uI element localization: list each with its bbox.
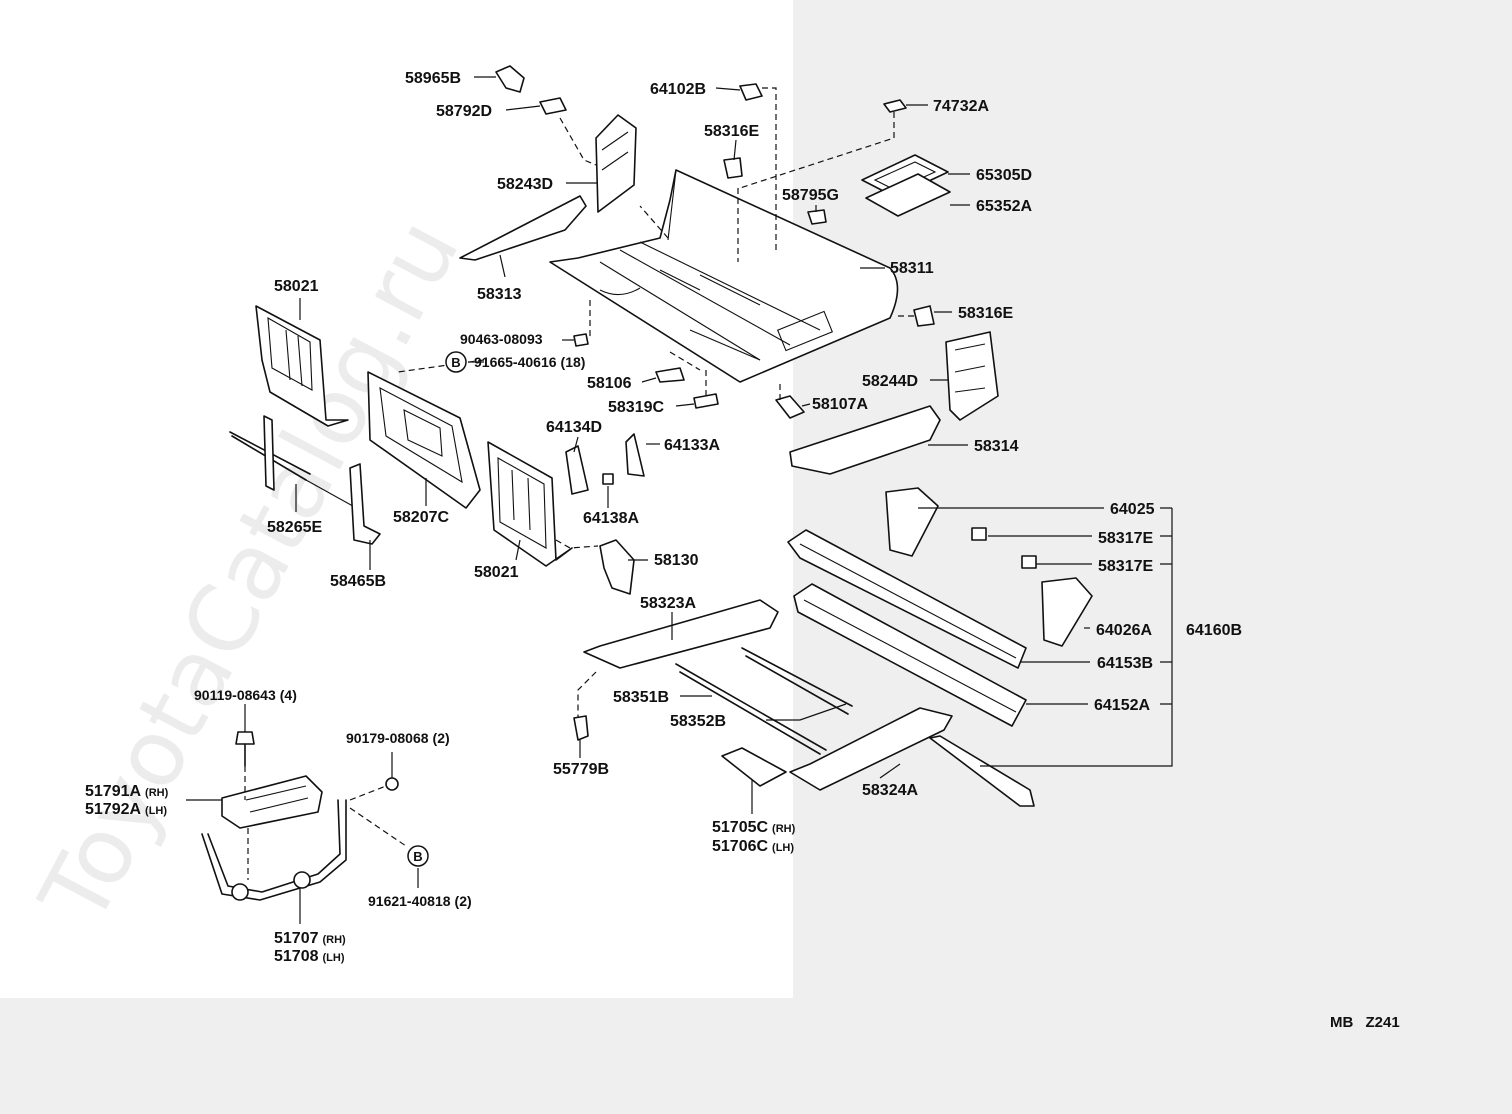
bracket-58130 (599, 539, 635, 595)
bracket-64160B-lower (929, 735, 1035, 807)
step-51791A (221, 775, 323, 829)
label-58243D: 58243D (497, 176, 553, 193)
bracket-51705C (721, 747, 787, 787)
leader-lines (186, 76, 1173, 924)
label-58965B: 58965B (405, 70, 461, 87)
bracket-64134D (565, 445, 589, 495)
label-58130: 58130 (654, 552, 699, 569)
panel-58021-left (255, 305, 349, 427)
label-65352A: 65352A (976, 198, 1032, 215)
mark-b-2: B (407, 845, 429, 867)
label-58324A: 58324A (862, 782, 918, 799)
clip-58317E-1 (971, 527, 987, 541)
clip-64138A (602, 473, 614, 485)
label-64026A: 64026A (1096, 622, 1152, 639)
label-58319C: 58319C (608, 399, 664, 416)
label-65305D: 65305D (976, 167, 1032, 184)
label-58106: 58106 (587, 375, 632, 392)
nut-90179 (385, 777, 399, 791)
clip-55779B (573, 715, 589, 741)
bracket-58243D (595, 114, 637, 213)
label-90179-08068: 90179-08068(2) (346, 730, 450, 746)
clip-58317E-2 (1021, 555, 1037, 569)
rod-58351B (675, 663, 827, 755)
label-51705C: 51705C(RH) (712, 819, 796, 836)
label-51708: 51708(LH) (274, 948, 345, 965)
bracket-64133A (625, 433, 645, 477)
label-58792D: 58792D (436, 103, 492, 120)
rod-58352B (741, 647, 853, 715)
part-labels: 58965B 58792D 64102B 74732A 58316E 58243… (85, 70, 1242, 965)
label-58021-mid: 58021 (474, 564, 519, 581)
svg-text:B: B (413, 849, 422, 864)
label-58351B: 58351B (613, 689, 669, 706)
bracket-58465B (349, 463, 381, 545)
label-74732A: 74732A (933, 98, 989, 115)
label-51706C: 51706C(LH) (712, 838, 794, 855)
bracket-58244D (945, 331, 999, 421)
bracket-64026A (1041, 577, 1093, 647)
svg-text:B: B (451, 355, 460, 370)
label-58317E-2: 58317E (1098, 558, 1153, 575)
label-90463-08093: 90463-08093 (460, 331, 543, 347)
label-51792A: 51792A(LH) (85, 801, 167, 818)
label-58795G: 58795G (782, 187, 839, 204)
label-58465B: 58465B (330, 573, 386, 590)
label-91621-40818: 91621-40818(2) (368, 893, 472, 909)
label-64134D: 64134D (546, 419, 602, 436)
label-58314: 58314 (974, 438, 1019, 455)
diagram-sheet (0, 0, 793, 998)
label-64152A: 64152A (1094, 697, 1150, 714)
label-58316E-right: 58316E (958, 305, 1013, 322)
label-58313: 58313 (477, 286, 522, 303)
label-58244D: 58244D (862, 373, 918, 390)
label-58207C: 58207C (393, 509, 449, 526)
mark-b-1: B (445, 351, 467, 373)
rail-58314 (789, 405, 941, 475)
panel-58021-mid (487, 441, 573, 567)
small-parts (495, 65, 935, 419)
label-64138A: 64138A (583, 510, 639, 527)
rod-58265E (229, 415, 361, 511)
label-58021-left: 58021 (274, 278, 319, 295)
bracket-64025 (885, 487, 939, 557)
pad-65305D (861, 154, 951, 217)
floor-pan-58311 (549, 169, 899, 383)
label-51791A: 51791A(RH) (85, 783, 169, 800)
crossmember-64153B (787, 529, 1027, 669)
label-64133A: 64133A (664, 437, 720, 454)
label-58352B: 58352B (670, 713, 726, 730)
label-64025: 64025 (1110, 501, 1155, 518)
label-58265E: 58265E (267, 519, 322, 536)
panel-58207C (367, 371, 481, 509)
label-55779B: 55779B (553, 761, 609, 778)
bracket-51707 (201, 799, 347, 901)
label-58317E-1: 58317E (1098, 530, 1153, 547)
crossmember-58324A (789, 707, 953, 791)
label-58107A: 58107A (812, 396, 868, 413)
rail-58313 (459, 195, 587, 261)
watermark: ToyotaCatalog.ru (19, 203, 480, 942)
label-64102B: 64102B (650, 81, 706, 98)
bolt-90119 (235, 731, 255, 767)
label-90119-08643: 90119-08643(4) (194, 687, 297, 703)
label-58323A: 58323A (640, 595, 696, 612)
diagram-reference-code: MB Z241 (1330, 1014, 1400, 1031)
label-91665-40616: 91665-40616(18) (474, 354, 585, 370)
crossmember-58323A (583, 599, 779, 669)
crossmember-64152A (793, 583, 1027, 727)
label-64153B: 64153B (1097, 655, 1153, 672)
label-58316E-top: 58316E (704, 123, 759, 140)
label-58311: 58311 (890, 260, 934, 277)
label-64160B: 64160B (1186, 622, 1242, 639)
label-51707: 51707(RH) (274, 930, 346, 947)
